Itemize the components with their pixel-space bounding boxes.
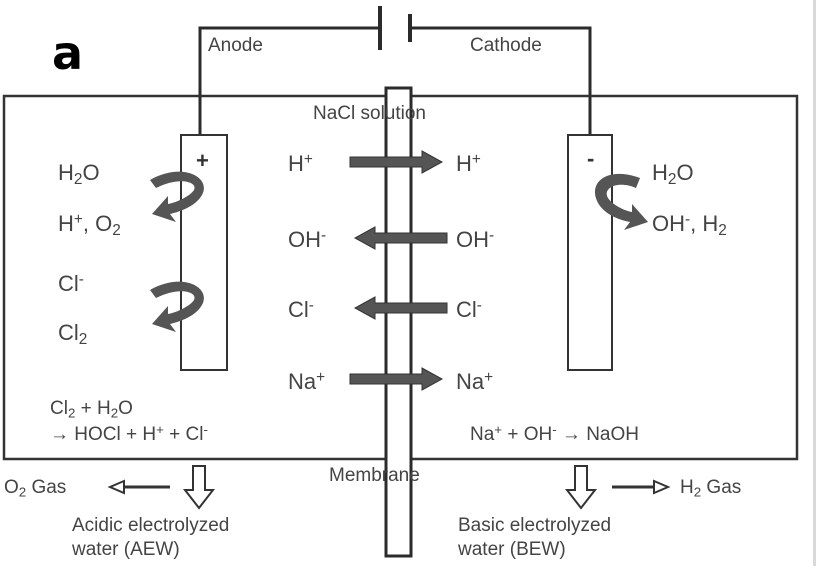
anode-equation-line1: Cl2 + H2O <box>50 398 133 421</box>
anode-reaction-arrows <box>150 171 204 332</box>
panel-label: a <box>52 26 84 80</box>
anode-sign: + <box>196 148 209 173</box>
solution-label: NaCl solution <box>313 103 426 124</box>
ion-arrows <box>349 150 448 391</box>
cl-minus-arrow <box>353 296 448 320</box>
anode-reactant-chloride: Cl- <box>58 270 84 296</box>
ion-oh-right: OH- <box>456 226 495 252</box>
anode-product-chlorine: Cl2 <box>58 320 88 348</box>
ion-h-right: H+ <box>456 150 481 176</box>
ion-cl-left: Cl- <box>288 296 314 322</box>
anode-label: Anode <box>208 35 263 56</box>
ion-na-left: Na+ <box>288 368 326 394</box>
aew-down-arrow <box>182 465 216 510</box>
ion-oh-left: OH- <box>288 226 327 252</box>
bew-label-line1: Basic electrolyzed <box>458 515 612 536</box>
battery-symbol <box>198 6 592 135</box>
cathode-electrode <box>567 134 613 371</box>
cathode-sign: - <box>587 146 595 171</box>
ion-h-left: H+ <box>288 150 313 176</box>
cathode-reaction-arrow <box>594 173 648 230</box>
outflow-arrows <box>182 465 598 510</box>
image-right-border <box>813 0 816 566</box>
aew-label-line1: Acidic electrolyzed <box>72 515 230 536</box>
aew-label-line2: water (AEW) <box>72 539 180 560</box>
bew-label-line2: water (BEW) <box>458 539 566 560</box>
anode-equation-line2: → HOCl + H+ + Cl- <box>50 422 208 445</box>
cathode-reactant-water: H2O <box>652 160 694 188</box>
bew-down-arrow <box>564 465 598 510</box>
h-plus-arrow <box>349 150 444 174</box>
ion-cl-right: Cl- <box>456 296 482 322</box>
anode-reactant-water: H2O <box>58 160 100 188</box>
h2-gas-label: H2 Gas <box>680 477 742 500</box>
oh-minus-arrow <box>353 226 448 250</box>
ion-na-right: Na+ <box>456 368 494 394</box>
gas-arrows <box>107 479 671 495</box>
o2-gas-label: O2 Gas <box>4 477 67 500</box>
cathode-equation: Na+ + OH- → NaOH <box>470 422 640 445</box>
cathode-label: Cathode <box>470 35 542 56</box>
membrane-label: Membrane <box>329 465 420 486</box>
anode-product-h-o2: H+, O2 <box>58 210 121 239</box>
cathode-product-oh-h2: OH-, H2 <box>652 210 727 239</box>
na-plus-arrow <box>349 367 444 391</box>
